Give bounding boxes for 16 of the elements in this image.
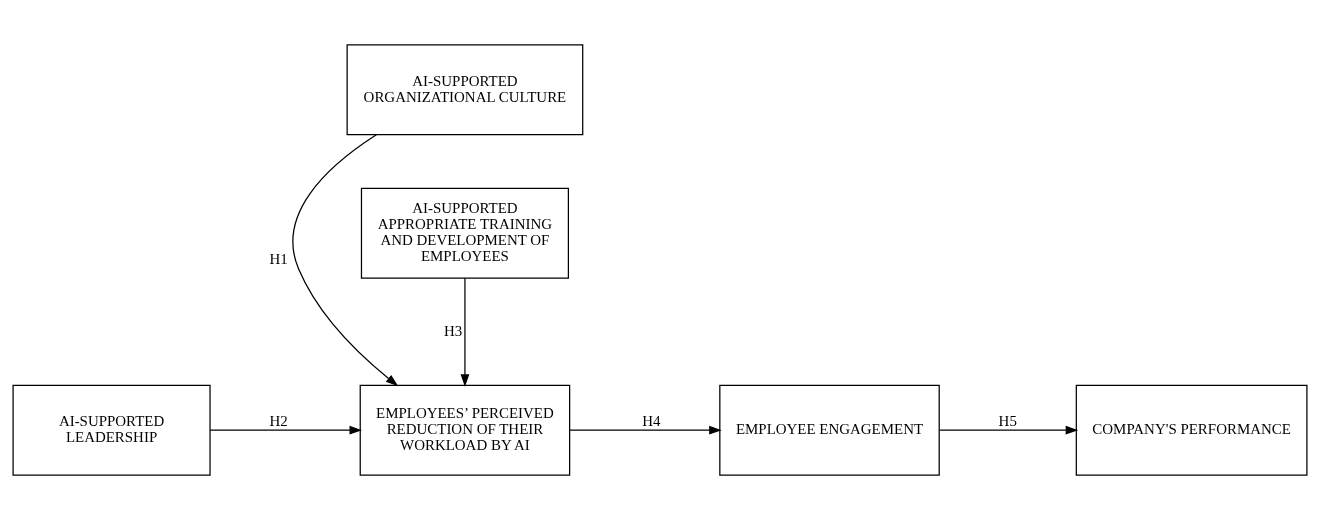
arrow [292,133,399,386]
edge-label: H3 [443,322,463,339]
node-box: EMPLOYEE ENGAGEMENT [719,384,940,476]
edge-label: H5 [998,412,1017,429]
node-box: COMPANY'S PERFORMANCE [1075,384,1308,476]
node-box: EMPLOYEES’ PERCEIVED REDUCTION OF THEIR WORKLOAD BY AI [359,384,571,476]
node-box: AI-SUPPORTED ORGANIZATIONAL CULTURE [346,43,584,135]
node-box: AI-SUPPORTED LEADERSHIP [12,384,211,476]
arrow [460,277,470,387]
arrow [939,425,1079,434]
edge-label: H4 [642,412,661,429]
node-box: AI-SUPPORTED APPROPRIATE TRAINING AND DEVELOPMENT OF EMPLOYEES [360,187,569,279]
edge-label: H1 [269,250,288,267]
arrow [209,425,362,434]
arrow [569,425,722,434]
edge-label: H2 [269,412,288,429]
